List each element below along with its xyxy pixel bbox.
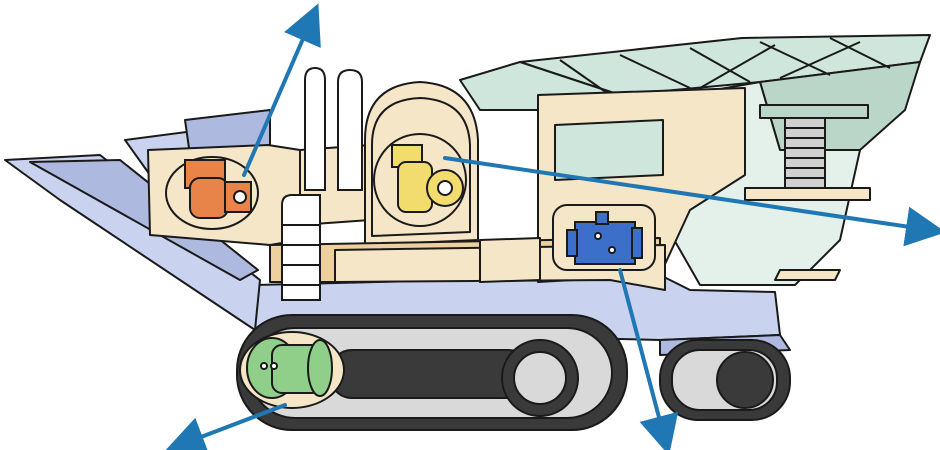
callout-arrows [165, 3, 940, 450]
vibrating-screen [459, 34, 931, 286]
yellow-motor-icon [373, 133, 467, 227]
orange-pump-icon [165, 156, 259, 230]
access-ladders [281, 66, 363, 301]
engine-pump-callout-arrow [242, 3, 321, 177]
crawler-track [236, 314, 791, 431]
travel-motor-callout-arrow [165, 403, 287, 450]
control-valve-callout-arrow [618, 268, 679, 450]
green-travel-motor-icon [239, 331, 345, 409]
crusher-motor-callout-arrow [443, 156, 940, 247]
blue-valve-icon [552, 204, 656, 271]
